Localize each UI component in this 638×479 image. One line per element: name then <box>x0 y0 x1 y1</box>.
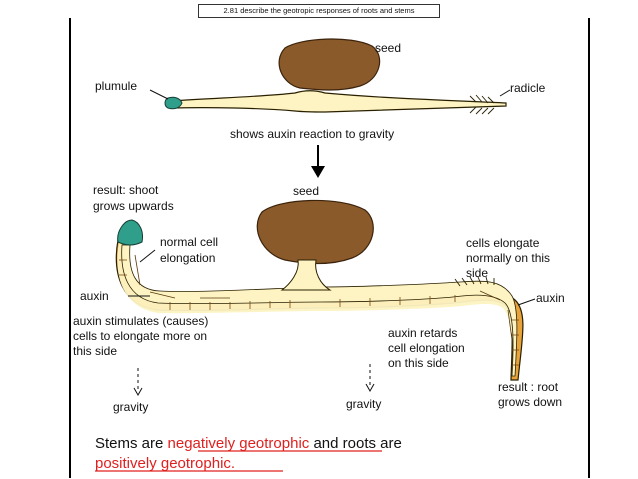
auxin-retards-line1: auxin retards <box>388 326 457 340</box>
bottom-seed-stalk <box>280 259 332 291</box>
bottom-seed-label: seed <box>293 184 319 198</box>
conclusion-positive: positively geotrophic. <box>95 455 235 472</box>
normal-cell-line2: elongation <box>160 251 215 265</box>
top-seed <box>278 38 381 91</box>
top-caption: shows auxin reaction to gravity <box>230 127 394 141</box>
shoot-result-line1: result: shoot <box>93 183 159 197</box>
radicle-label: radicle <box>510 81 546 95</box>
auxin-left-label: auxin <box>80 289 109 303</box>
auxin-stimulates-line3: this side <box>73 344 117 358</box>
gravity-mid-label: gravity <box>346 397 381 411</box>
top-seed-label: seed <box>375 41 401 55</box>
auxin-retards-line3: on this side <box>388 356 449 370</box>
normal-cell-line1: normal cell <box>160 235 218 249</box>
shoot-result-line2: grows upwards <box>93 199 174 213</box>
cells-elongate-line3: side <box>466 266 488 280</box>
root-result-line1: result : root <box>498 380 559 394</box>
normal-cell-leader <box>139 249 156 263</box>
bottom-root-hairs <box>454 276 495 287</box>
cell-lines <box>119 259 519 366</box>
bottom-shoot-tip <box>117 219 143 246</box>
top-radicle-body <box>171 90 507 113</box>
gravity-left-label: gravity <box>113 400 148 414</box>
auxin-stimulates-line2: cells to elongate more on <box>73 329 207 343</box>
plumule-label: plumule <box>95 79 137 93</box>
auxin-right-leader <box>517 298 536 306</box>
conclusion-line1: Stems are negatively geotrophic and root… <box>95 435 402 452</box>
gravity-arrow-left <box>133 368 143 397</box>
top-plumule-tip <box>164 96 183 110</box>
cells-elongate-line1: cells elongate <box>466 236 540 250</box>
top-root-hairs <box>469 94 495 115</box>
slide-frame <box>69 18 590 478</box>
gravity-arrow-mid <box>365 364 375 393</box>
auxin-stimulates-line1: auxin stimulates (causes) <box>73 314 208 328</box>
top-seedling <box>149 38 511 115</box>
conclusion-part3: and roots are <box>309 435 402 452</box>
slide-title: 2.81 describe the geotropic responses of… <box>198 4 440 18</box>
root-result-line2: grows down <box>498 395 562 409</box>
conclusion-negative: negatively geotrophic <box>168 435 310 452</box>
auxin-flow-arrows <box>134 254 513 341</box>
radicle-leader <box>499 89 511 97</box>
down-arrow <box>311 145 325 178</box>
plant-body-mid <box>121 244 518 377</box>
auxin-retards-line2: cell elongation <box>388 341 465 355</box>
conclusion-part1: Stems are <box>95 435 168 452</box>
bottom-seedling <box>115 199 536 381</box>
auxin-right-label: auxin <box>536 291 565 305</box>
bottom-seed <box>256 199 374 265</box>
plumule-leader <box>149 89 169 100</box>
plant-body-inner <box>117 242 517 378</box>
cells-elongate-line2: normally on this <box>466 251 550 265</box>
